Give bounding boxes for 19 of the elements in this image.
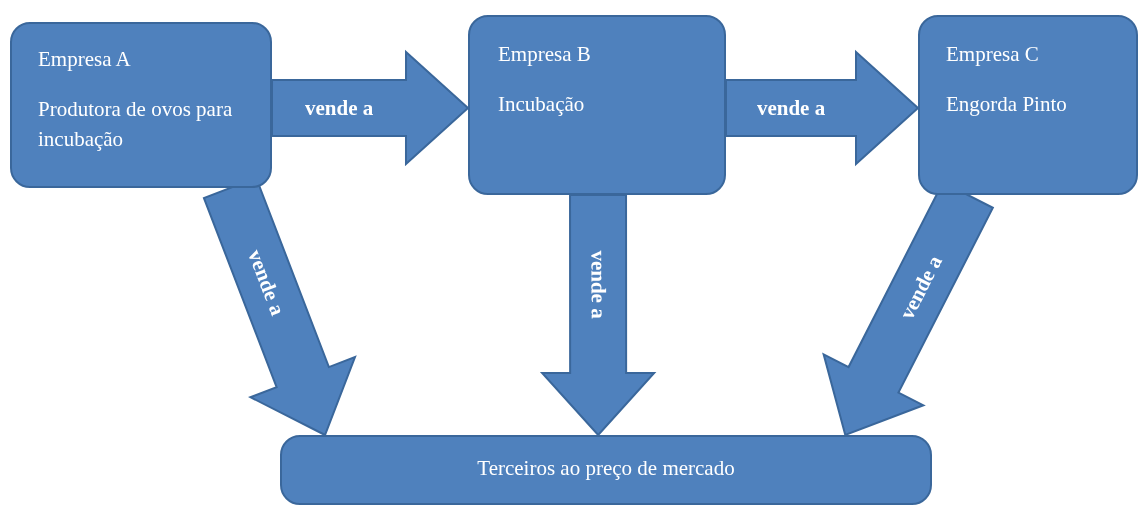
box-title: Empresa C (946, 41, 1040, 68)
box-text: Engorda Pinto (946, 91, 1068, 118)
block-arrow (725, 49, 920, 167)
box-text: Incubação (498, 91, 586, 118)
edge-label: vende a (894, 251, 948, 324)
process-box (468, 15, 726, 195)
box-text: Terceiros ao preço de mercado (476, 455, 736, 482)
edge-label: vende a (756, 95, 826, 121)
box-title: Empresa B (498, 41, 592, 68)
edge-label: vende a (585, 249, 611, 319)
box-title: Empresa A (38, 46, 132, 73)
wide-box (280, 435, 932, 505)
box-text: Produtora de ovos para incubação (38, 96, 234, 154)
block-arrow (539, 193, 657, 437)
block-arrow (271, 49, 470, 167)
edge-label: vende a (242, 246, 291, 319)
process-box (918, 15, 1138, 195)
process-box (10, 22, 272, 188)
edge-label: vende a (304, 95, 374, 121)
